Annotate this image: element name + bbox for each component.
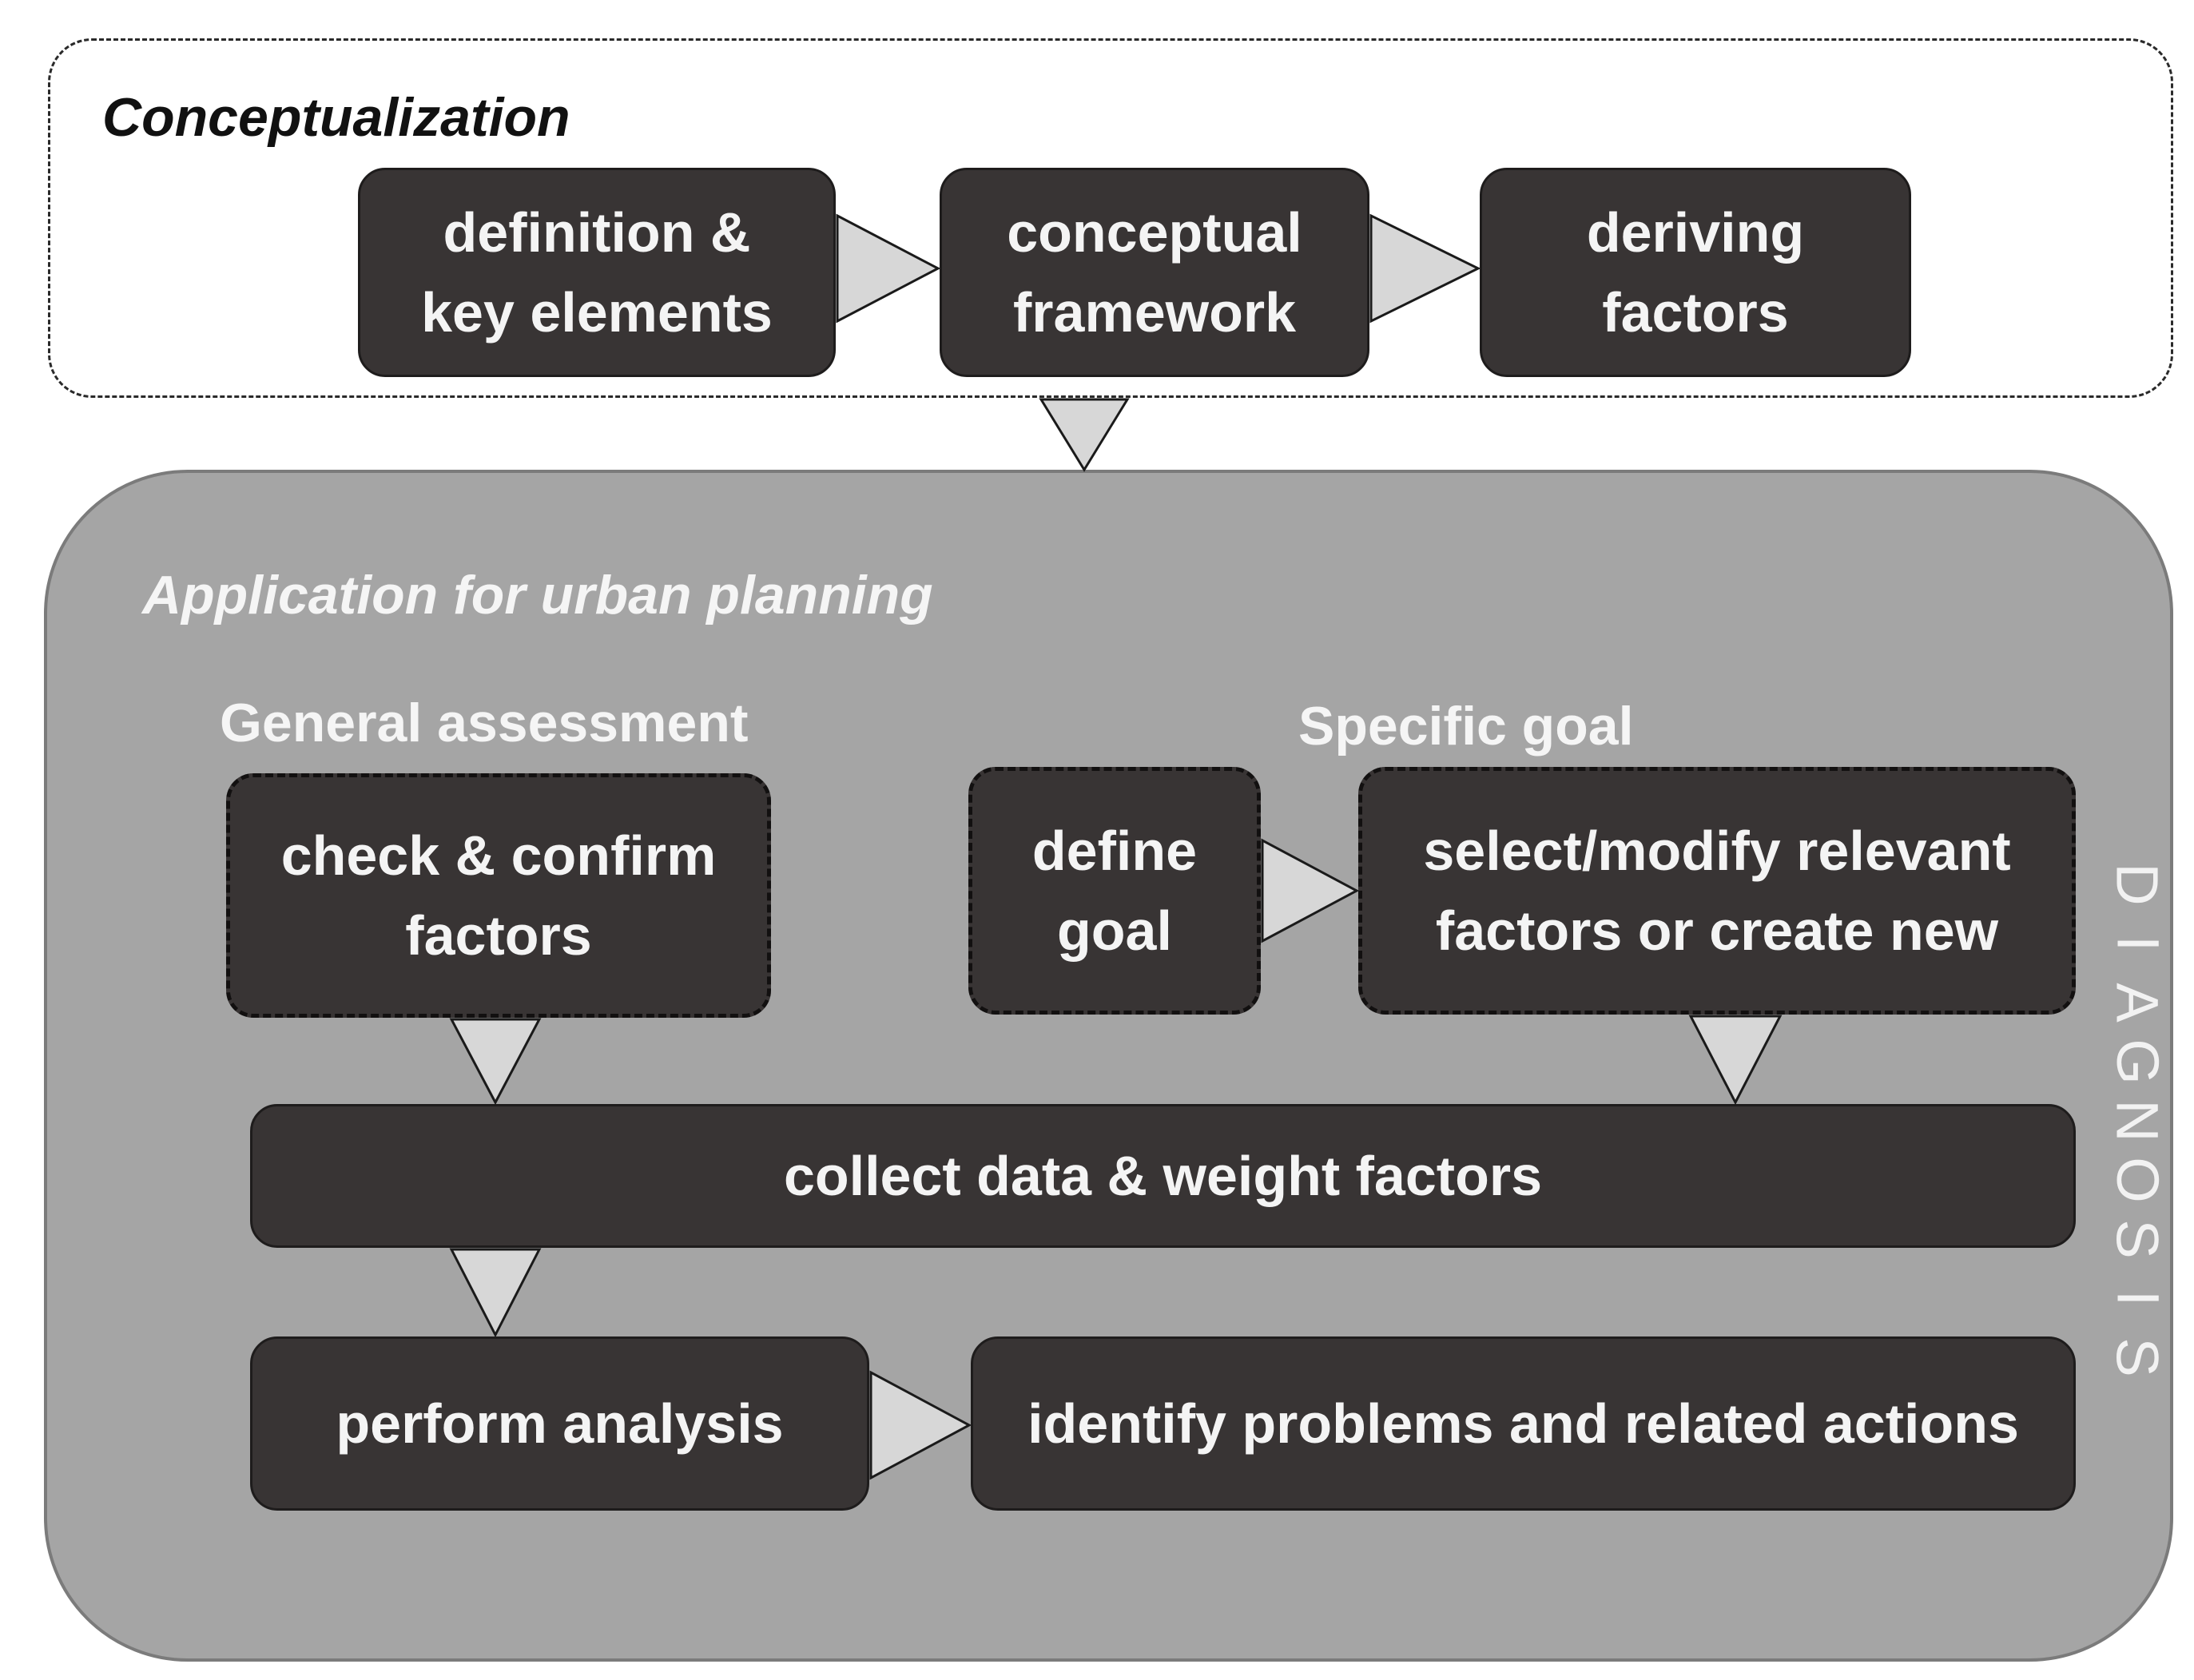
arrow-right-icon [1369, 213, 1481, 324]
general-assessment-label: General assessment [220, 693, 749, 753]
arrow-down-icon [1039, 398, 1130, 472]
arrow-down-icon [1688, 1015, 1783, 1106]
step-conceptual-framework: conceptual framework [940, 168, 1369, 377]
step-deriving-factors: deriving factors [1480, 168, 1911, 377]
step-identify-problems: identify problems and related actions [971, 1336, 2076, 1511]
arrow-right-icon [836, 213, 941, 324]
step-define-goal-label: define goal [1031, 820, 1198, 962]
step-collect-data: collect data & weight factors [250, 1104, 2076, 1248]
step-check-confirm-factors-label: check & confirm factors [280, 824, 717, 967]
step-identify-problems-label: identify problems and related actions [1027, 1392, 2019, 1455]
arrow-right-icon [1261, 838, 1360, 943]
step-perform-analysis: perform analysis [250, 1336, 869, 1511]
specific-goal-label: Specific goal [1298, 696, 1634, 757]
step-definition-key-elements: definition & key elements [358, 168, 836, 377]
arrow-down-icon [449, 1018, 542, 1106]
arrow-down-icon [449, 1248, 542, 1338]
step-conceptual-framework-label: conceptual framework [1007, 201, 1302, 344]
step-define-goal: define goal [968, 767, 1261, 1015]
step-check-confirm-factors: check & confirm factors [226, 773, 771, 1018]
conceptualization-title: Conceptualization [102, 87, 570, 148]
step-select-modify-factors-label: select/modify relevant factors or create… [1423, 820, 2011, 962]
arrow-right-icon [869, 1370, 972, 1480]
step-select-modify-factors: select/modify relevant factors or create… [1358, 767, 2076, 1015]
application-title: Application for urban planning [142, 565, 933, 626]
step-collect-data-label: collect data & weight factors [783, 1145, 1543, 1207]
step-perform-analysis-label: perform analysis [336, 1392, 784, 1455]
step-definition-key-elements-label: definition & key elements [421, 201, 773, 344]
step-deriving-factors-label: deriving factors [1586, 201, 1805, 344]
